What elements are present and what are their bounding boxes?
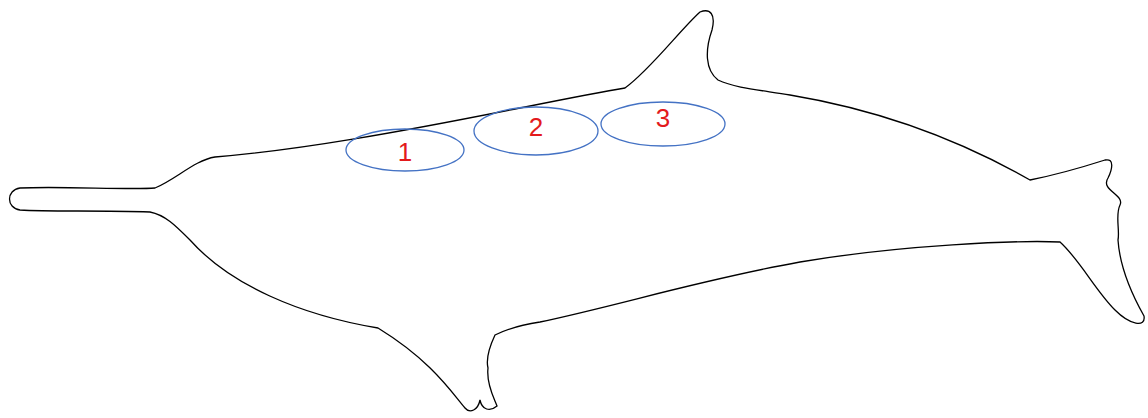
region-ellipse: 3 (600, 101, 726, 147)
callout-number: 3 (600, 105, 726, 131)
ellipse-shape (474, 107, 598, 155)
callout-number: 2 (473, 114, 599, 140)
callout-number: 1 (345, 139, 465, 165)
ellipse-shape (346, 129, 464, 171)
dolphin-outline (10, 11, 1145, 411)
region-ellipse: 1 (345, 128, 465, 172)
region-ellipse: 2 (473, 106, 599, 156)
ellipse-shape (601, 102, 725, 146)
